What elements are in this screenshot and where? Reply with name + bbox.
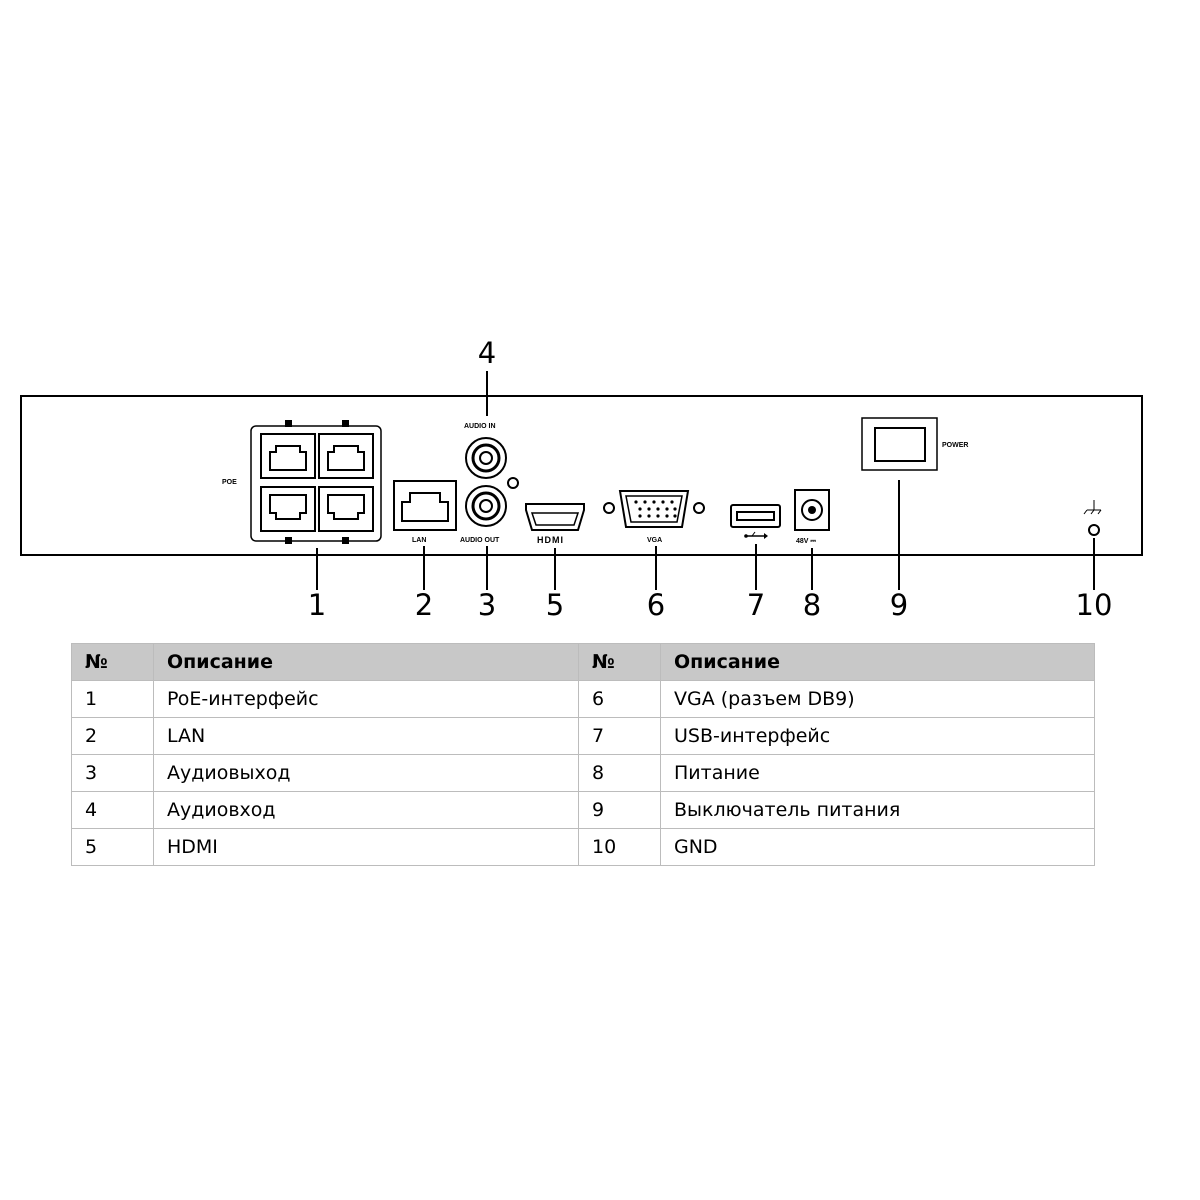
poe-port xyxy=(260,486,316,532)
usb-port xyxy=(730,504,781,528)
callout-3: 3 xyxy=(478,588,496,622)
audio-in-label: AUDIO IN xyxy=(464,423,496,430)
callout-10: 10 xyxy=(1076,588,1113,622)
port-description-table: № Описание № Описание 1 PoE-интерфейс 6 … xyxy=(71,643,1095,866)
cell-number: 4 xyxy=(71,791,154,829)
poe-port xyxy=(318,433,374,479)
header-number: № xyxy=(578,643,661,681)
cell-number: 8 xyxy=(578,754,661,792)
dc-label: 48V ⎓ xyxy=(796,538,816,545)
audio-out-label: AUDIO OUT xyxy=(460,537,500,544)
table-row: 1 PoE-интерфейс 6 VGA (разъем DB9) xyxy=(71,680,1095,718)
poe-led xyxy=(285,420,292,427)
ground-terminal xyxy=(1088,524,1100,536)
poe-label: POE xyxy=(222,479,237,486)
poe-port xyxy=(318,486,374,532)
cell-description: Аудиовход xyxy=(153,791,579,829)
header-number: № xyxy=(71,643,154,681)
power-label: POWER xyxy=(942,442,968,449)
cell-number: 6 xyxy=(578,680,661,718)
cell-description: Питание xyxy=(660,754,1095,792)
callout-numbers: 1 2 3 4 5 6 7 8 9 10 xyxy=(308,336,1113,622)
audio-out-jack xyxy=(465,485,507,527)
usb-icon xyxy=(744,531,768,539)
cell-description: Выключатель питания xyxy=(660,791,1095,829)
cell-description: GND xyxy=(660,828,1095,866)
poe-led xyxy=(285,537,292,544)
cell-number: 1 xyxy=(71,680,154,718)
table-row: 3 Аудиовыход 8 Питание xyxy=(71,754,1095,792)
lan-port xyxy=(393,480,457,531)
cell-description: LAN xyxy=(153,717,579,755)
poe-led xyxy=(342,420,349,427)
cell-description: Аудиовыход xyxy=(153,754,579,792)
hdmi-port xyxy=(525,503,585,531)
cell-number: 10 xyxy=(578,828,661,866)
cell-description: HDMI xyxy=(153,828,579,866)
callout-8: 8 xyxy=(803,588,821,622)
table-header-row: № Описание № Описание xyxy=(71,643,1095,681)
rear-panel-diagram: POE LAN AUDIO IN AUDIO OUT HDMI VGA xyxy=(20,336,1143,622)
table-row: 4 Аудиовход 9 Выключатель питания xyxy=(71,791,1095,829)
ground-icon xyxy=(1083,500,1102,515)
callout-2: 2 xyxy=(415,588,433,622)
header-description: Описание xyxy=(153,643,579,681)
callout-9: 9 xyxy=(890,588,908,622)
poe-port xyxy=(260,433,316,479)
cell-description: USB-интерфейс xyxy=(660,717,1095,755)
power-switch xyxy=(861,417,938,471)
cell-number: 9 xyxy=(578,791,661,829)
callout-1: 1 xyxy=(308,588,326,622)
cell-number: 2 xyxy=(71,717,154,755)
callout-4: 4 xyxy=(478,336,496,370)
audio-led xyxy=(507,477,519,489)
header-description: Описание xyxy=(660,643,1095,681)
cell-description: PoE-интерфейс xyxy=(153,680,579,718)
poe-led xyxy=(342,537,349,544)
callout-5: 5 xyxy=(546,588,564,622)
dc-power-jack xyxy=(794,489,830,531)
device-outline xyxy=(20,395,1143,556)
table-row: 2 LAN 7 USB-интерфейс xyxy=(71,717,1095,755)
lan-label: LAN xyxy=(412,537,426,544)
table-row: 5 HDMI 10 GND xyxy=(71,828,1095,866)
vga-label: VGA xyxy=(647,537,662,544)
vga-port xyxy=(603,490,705,528)
cell-number: 3 xyxy=(71,754,154,792)
callout-leaders xyxy=(316,371,1095,590)
poe-ports xyxy=(250,420,382,544)
callout-6: 6 xyxy=(647,588,665,622)
cell-number: 5 xyxy=(71,828,154,866)
callout-7: 7 xyxy=(747,588,765,622)
cell-description: VGA (разъем DB9) xyxy=(660,680,1095,718)
audio-in-jack xyxy=(465,437,507,479)
cell-number: 7 xyxy=(578,717,661,755)
hdmi-label: HDMI xyxy=(537,535,564,545)
